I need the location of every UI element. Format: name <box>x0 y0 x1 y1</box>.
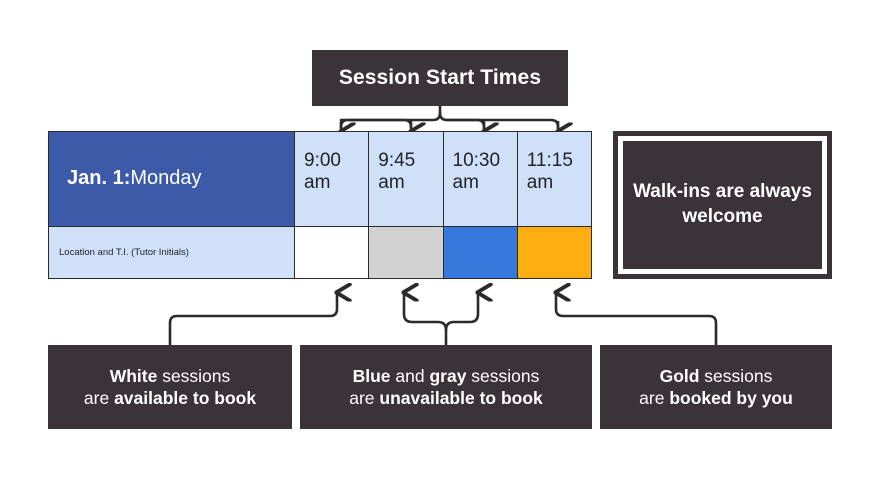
location-tutor-initials-label: Location and T.I. (Tutor Initials) <box>59 246 189 258</box>
session-meridiem-2: am <box>378 172 405 194</box>
walk-ins-line-1: Walk-ins are <box>633 181 745 203</box>
session-start-times-label: Session Start Times <box>338 65 542 89</box>
legend-white-line-1: White sessions <box>84 365 256 387</box>
legend-gold-line-2-strong: booked by you <box>669 388 793 408</box>
session-time-4: 11:15 <box>526 150 573 171</box>
legend-gold-line-1-rest: sessions <box>699 365 773 386</box>
session-slot-2-unavailable[interactable] <box>369 226 444 278</box>
legend-gold-sessions: Gold sessions are booked by you <box>600 345 832 429</box>
session-slot-4-booked[interactable] <box>517 226 591 278</box>
schedule-table: Jan. 1: Monday 9:00 am 9:45 am 10:30 am … <box>48 131 592 279</box>
legend-white-line-2-strong: available to book <box>114 388 257 408</box>
session-start-times-title: Session Start Times <box>312 50 568 106</box>
session-time-header-1[interactable]: 9:00 am <box>295 132 370 226</box>
legend-blue-keyword: Blue <box>352 365 391 386</box>
legend-blue-line-2-strong: unavailable to book <box>379 388 543 408</box>
schedule-header-row: Jan. 1: Monday 9:00 am 9:45 am 10:30 am … <box>49 132 591 226</box>
legend-blue-line-1: Blue and gray sessions <box>349 365 543 387</box>
day-name-label: Monday <box>130 167 202 190</box>
legend-blue-line-2-lead: are <box>349 388 380 408</box>
session-meridiem-3: am <box>452 172 479 194</box>
legend-white-keyword: White <box>109 365 158 386</box>
walk-ins-line-2: always welcome <box>682 181 812 227</box>
legend-gold-line-1: Gold sessions <box>639 365 793 387</box>
legend-white-line-2: are available to book <box>84 387 256 409</box>
legend-gray-keyword: gray <box>429 365 467 386</box>
legend-gold-line-2: are booked by you <box>639 387 793 409</box>
session-slot-1-available[interactable] <box>295 226 370 278</box>
session-meridiem-1: am <box>304 172 331 194</box>
session-time-header-4[interactable]: 11:15 am <box>517 132 591 226</box>
session-time-header-2[interactable]: 9:45 am <box>369 132 444 226</box>
legend-gold-line-2-lead: are <box>639 388 670 408</box>
session-time-1: 9:00 <box>304 150 341 171</box>
day-date-label: Jan. 1: <box>67 167 131 190</box>
legend-white-sessions: White sessions are available to book <box>48 345 292 429</box>
day-header-cell: Jan. 1: Monday <box>49 132 295 226</box>
legend-blue-line-1-mid: and <box>390 365 430 386</box>
walk-ins-notice-inner: Walk-ins are always welcome <box>623 141 822 269</box>
session-meridiem-4: am <box>526 172 554 194</box>
session-time-2: 9:45 <box>378 150 416 171</box>
legend-white-line-2-lead: are <box>83 388 115 408</box>
session-slot-3-unavailable[interactable] <box>443 226 518 278</box>
session-time-3: 10:30 <box>452 150 501 171</box>
legend-blue-gray-sessions: Blue and gray sessions are unavailable t… <box>300 345 592 429</box>
legend-gold-keyword: Gold <box>659 365 700 386</box>
walk-ins-notice: Walk-ins are always welcome <box>613 131 832 279</box>
legend-blue-line-2: are unavailable to book <box>349 387 543 409</box>
schedule-status-row: Location and T.I. (Tutor Initials) <box>49 225 591 278</box>
legend-white-line-1-rest: sessions <box>157 365 231 386</box>
location-tutor-initials-cell: Location and T.I. (Tutor Initials) <box>49 226 295 278</box>
legend-blue-line-1-rest: sessions <box>466 365 540 386</box>
session-time-header-3[interactable]: 10:30 am <box>443 132 518 226</box>
